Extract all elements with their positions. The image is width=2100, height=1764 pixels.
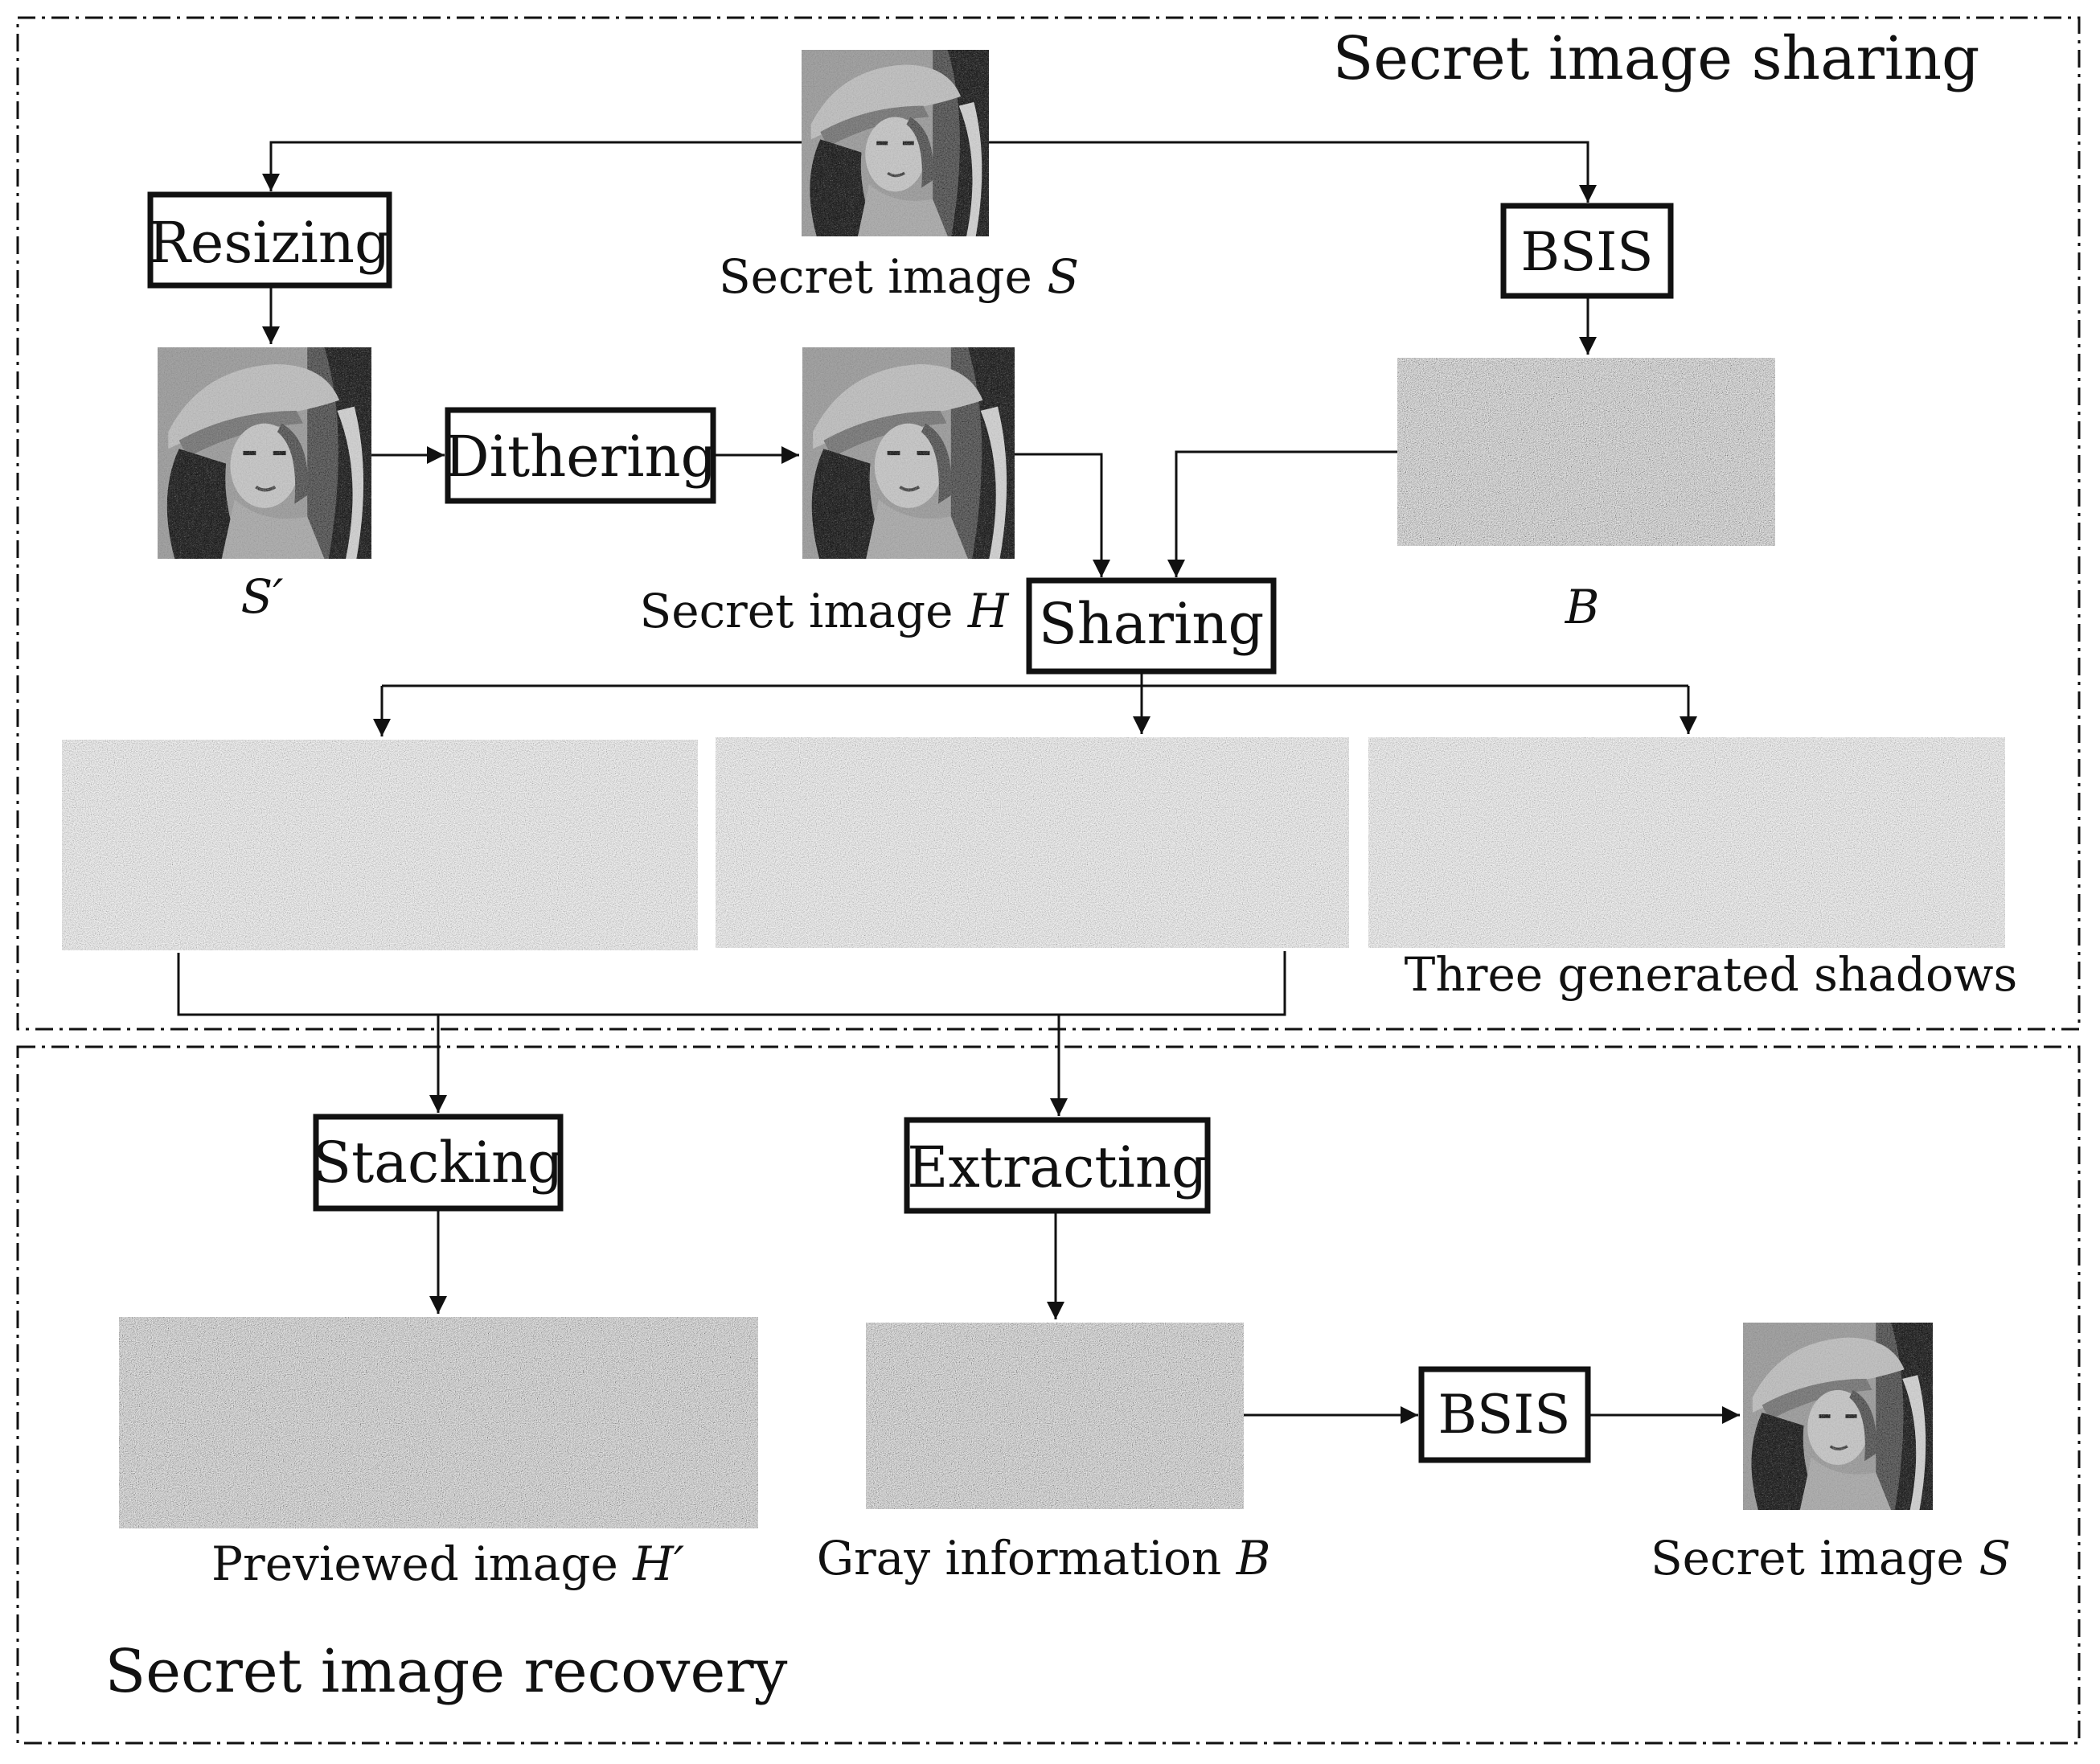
arrow-s-to-bsis xyxy=(989,141,1597,203)
previewed-image-h-prime xyxy=(119,1317,758,1528)
sharing-section-title: Secret image sharing xyxy=(1333,24,1980,93)
dithering-label: Dithering xyxy=(445,424,717,490)
recovery-section-frame xyxy=(16,1045,2081,1745)
shadow-image-2 xyxy=(716,737,1349,948)
connectors xyxy=(177,141,1740,1424)
resized-image-s-prime xyxy=(158,347,371,559)
sharing-section-frame xyxy=(16,16,2081,1031)
arrow-s-to-resizing xyxy=(262,141,802,191)
caption-secret-image-s-bottom: Secret image S xyxy=(1651,1531,2011,1586)
stacking-box: Stacking xyxy=(313,1114,564,1212)
dithering-box: Dithering xyxy=(445,407,717,504)
caption-secret-image-s-top: Secret image S xyxy=(719,249,1079,304)
secret-image-s-bottom xyxy=(1743,1323,1933,1510)
extracting-box: Extracting xyxy=(904,1117,1211,1214)
resizing-box: Resizing xyxy=(147,191,392,289)
arrow-b-to-sharing xyxy=(1167,450,1397,577)
shadow-collector-bar xyxy=(177,951,1286,1016)
caption-s-prime: S′ xyxy=(241,569,284,624)
arrow-h-to-sharing xyxy=(1015,453,1110,577)
resizing-label: Resizing xyxy=(148,210,391,276)
caption-previewed-image: Previewed image H′ xyxy=(211,1536,684,1591)
bsis-top-label: BSIS xyxy=(1521,221,1654,283)
sharing-box: Sharing xyxy=(1026,577,1277,675)
secret-image-s-top xyxy=(802,50,989,236)
caption-b: B xyxy=(1565,580,1600,634)
gray-information-b-bottom-image xyxy=(866,1323,1244,1509)
bsis-bottom-label: BSIS xyxy=(1438,1384,1571,1446)
caption-gray-information: Gray information B xyxy=(817,1531,1271,1586)
caption-three-shadows: Three generated shadows xyxy=(1405,947,2018,1002)
shadow-image-1 xyxy=(62,740,698,950)
bsis-top-box: BSIS xyxy=(1500,203,1674,299)
extracting-label: Extracting xyxy=(907,1134,1208,1200)
bsis-bottom-box: BSIS xyxy=(1418,1366,1591,1463)
shadow-image-3 xyxy=(1368,737,2005,948)
recovery-section-title: Secret image recovery xyxy=(105,1637,788,1706)
stacking-label: Stacking xyxy=(313,1130,564,1196)
caption-secret-image-h: Secret image H xyxy=(640,584,1010,638)
gray-information-b-image xyxy=(1397,358,1775,546)
secret-image-h xyxy=(802,347,1015,559)
sharing-label: Sharing xyxy=(1039,591,1265,657)
